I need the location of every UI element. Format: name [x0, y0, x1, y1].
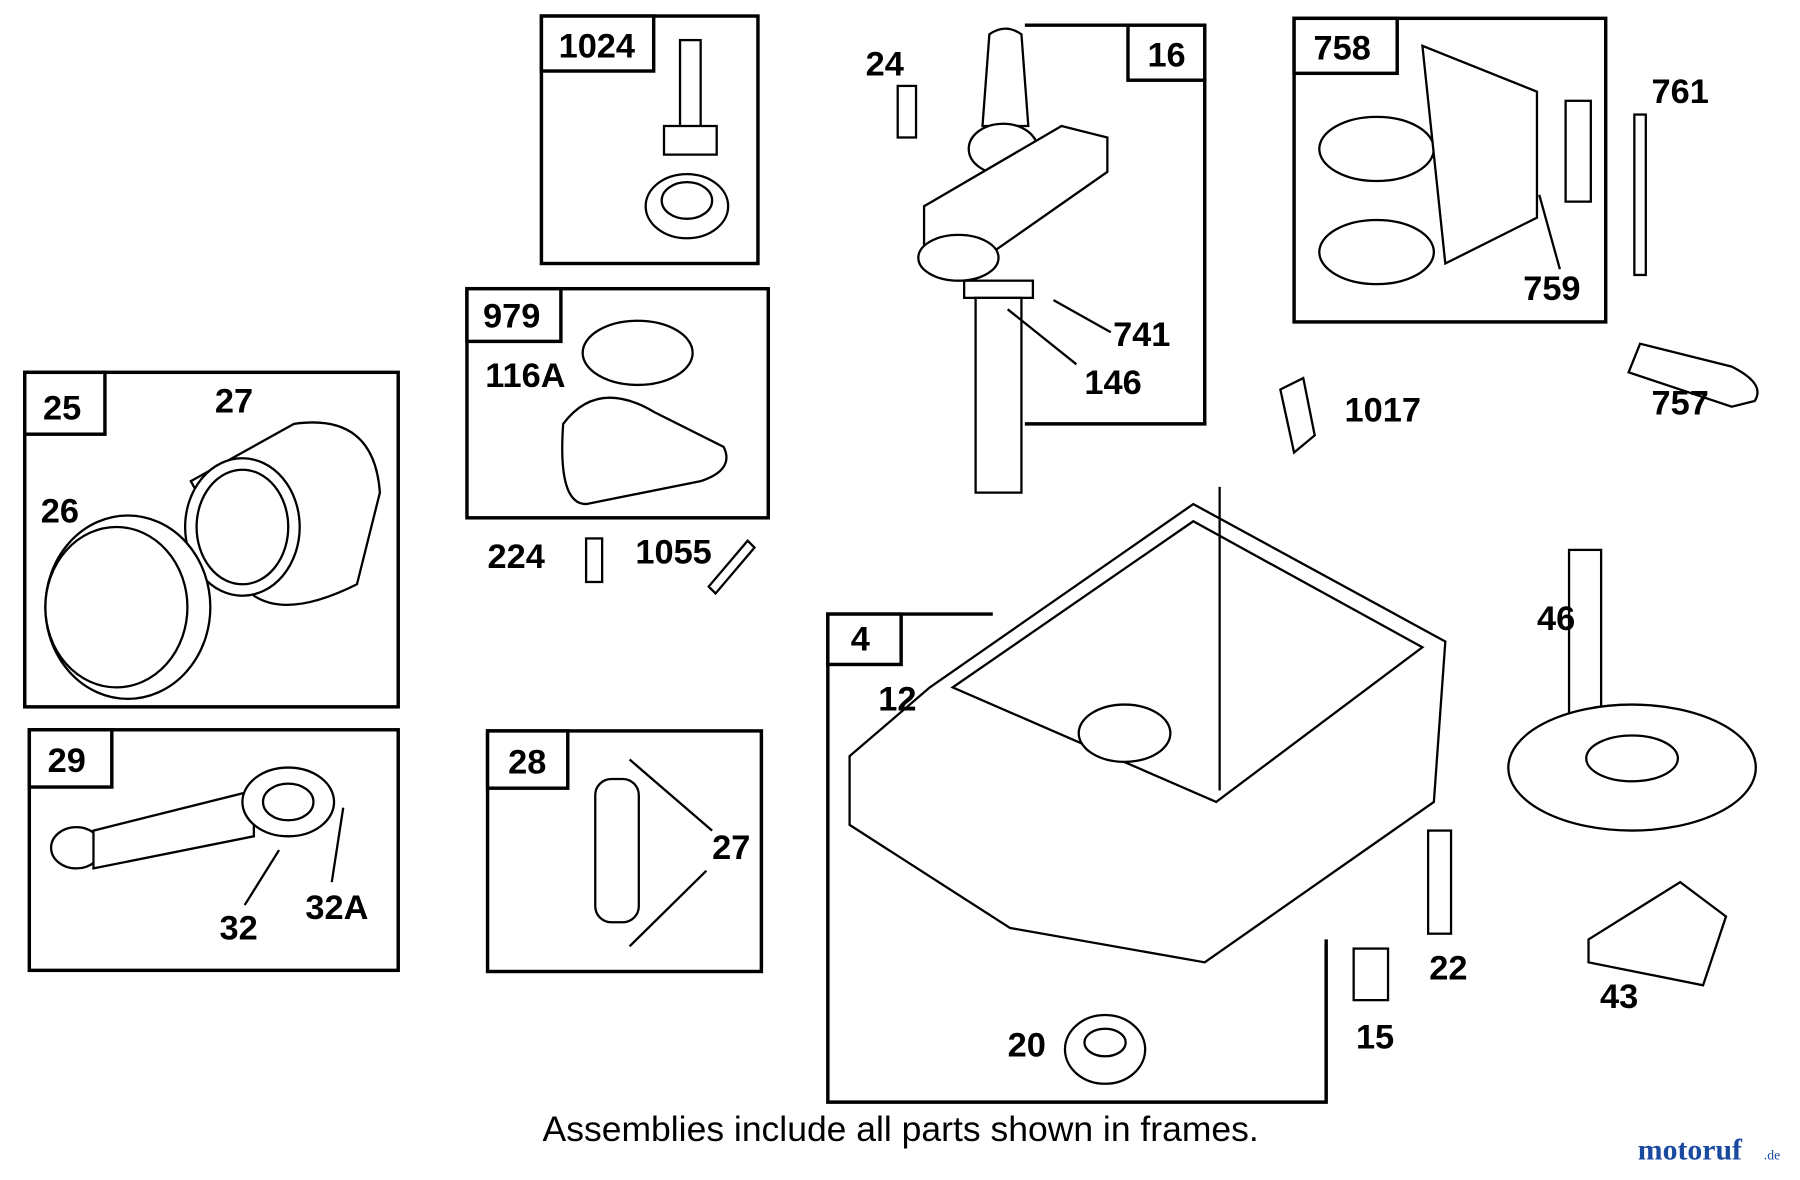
callout-116a: 116A: [485, 357, 565, 395]
frame-16: 16: [896, 23, 1207, 494]
oil-slinger-part: [644, 38, 730, 240]
bolt-part: [1426, 829, 1453, 935]
callout-1055: 1055: [635, 534, 711, 572]
crankshaft-part: [917, 27, 1109, 494]
footer-note: Assemblies include all parts shown in fr…: [543, 1109, 1259, 1149]
governor-part: [1587, 880, 1728, 987]
frame-25: 25: [23, 370, 400, 709]
callout-32: 32: [219, 909, 257, 947]
frame-29: 29: [27, 728, 400, 973]
callout-27-retainer: 27: [215, 382, 253, 420]
callout-15: 15: [1356, 1018, 1394, 1056]
key-part: [896, 84, 918, 139]
piston-rings-part: [44, 514, 212, 700]
callout-43: 43: [1600, 978, 1638, 1016]
frame-1024: 1024: [539, 14, 760, 266]
callout-22: 22: [1429, 950, 1467, 988]
frame-979: 979: [465, 286, 770, 520]
watermark-logo: motoruf: [1638, 1133, 1743, 1166]
callout-224: 224: [488, 538, 545, 576]
callout-1017: 1017: [1345, 392, 1421, 430]
callout-27-wrist-pin-lock: 27: [712, 829, 750, 867]
callout-20: 20: [1008, 1026, 1046, 1064]
screw-part: [584, 537, 604, 584]
callout-759: 759: [1523, 270, 1580, 308]
plug-part: [1352, 947, 1390, 1002]
watermark-suffix: .de: [1764, 1147, 1780, 1162]
callout-26: 26: [41, 492, 79, 530]
frame-label: 1024: [559, 27, 635, 65]
callout-761: 761: [1652, 73, 1709, 111]
camshaft-part: [1507, 548, 1757, 832]
sump-part: [848, 502, 1447, 1085]
frame-label: 16: [1147, 36, 1185, 74]
frame-label: 758: [1314, 30, 1371, 68]
link-part: [1627, 342, 1759, 408]
piston-part: [183, 421, 382, 606]
frame-label: 28: [508, 743, 546, 781]
callout-32a: 32A: [305, 889, 368, 927]
gauge-part: [1279, 376, 1316, 455]
callout-146: 146: [1084, 364, 1141, 402]
cover-part: [561, 396, 728, 506]
frame-label: 29: [48, 742, 86, 780]
callout-12: 12: [878, 680, 916, 718]
wrist-pin-part: [594, 777, 640, 924]
callout-757: 757: [1652, 385, 1709, 423]
callout-24: 24: [866, 46, 904, 84]
frame-label: 979: [483, 298, 540, 336]
connecting-rod-part: [49, 766, 336, 870]
frame-label: 25: [43, 389, 81, 427]
callout-46: 46: [1537, 600, 1575, 638]
frame-label: 4: [851, 621, 870, 659]
loose-parts: [584, 113, 1759, 1002]
frame-28: 28: [485, 729, 764, 974]
gasket-part: [581, 319, 694, 387]
counterweight-part: [1318, 44, 1592, 286]
frame-4: 4: [826, 486, 1447, 1104]
dowel-part: [707, 539, 757, 596]
frame-758: 758: [1292, 16, 1608, 324]
callout-741: 741: [1113, 316, 1170, 354]
